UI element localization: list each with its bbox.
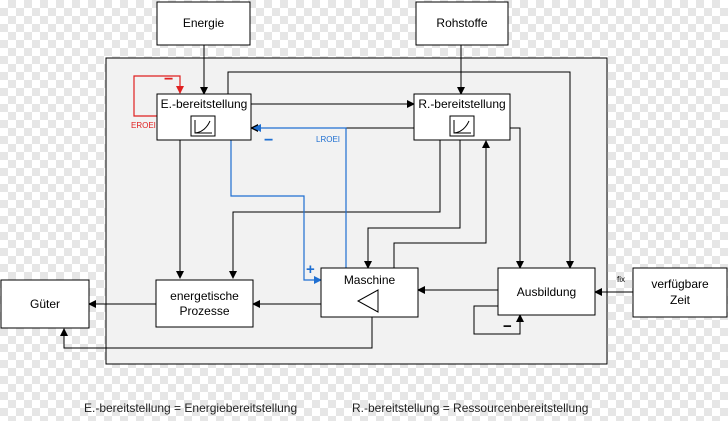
eroei-minus-sign: − (164, 71, 173, 88)
edge-maschine-rbereit (393, 140, 490, 268)
node-r-bereitstellung-label: R.-bereitstellung (418, 97, 505, 111)
edge-rbereit-maschine (364, 140, 461, 269)
node-maschine-label: Maschine (344, 273, 396, 287)
edge-maschine-gueter (60, 317, 373, 349)
curve-icon (190, 115, 216, 137)
node-ausbildung-label: Ausbildung (517, 285, 576, 299)
lroei-label: LROEI (316, 135, 340, 144)
edge-blue-ebereit-maschine (230, 140, 322, 284)
edge-ausbildung-self (473, 305, 524, 335)
legend-e-definition: E.-bereitstellung = Energiebereitstellun… (84, 401, 297, 415)
node-maschine: Maschine (320, 267, 419, 318)
node-rohstoffe-label: Rohstoffe (436, 16, 487, 30)
edge-red-eroei-loop (133, 75, 184, 117)
node-energetische-label-1: energetische (170, 289, 239, 303)
node-verfuegbare-label-2: Zeit (670, 293, 691, 307)
lroei-path (230, 124, 347, 284)
node-energie: Energie (156, 1, 251, 46)
node-ausbildung: Ausbildung (497, 267, 596, 316)
node-e-bereitstellung: E.-bereitstellung (156, 93, 252, 141)
node-gueter: Güter (0, 279, 90, 329)
eroei-label: EROEI (131, 121, 156, 130)
edge-blue-maschine-ebereit (253, 124, 347, 268)
curve-icon (449, 115, 475, 137)
node-r-bereitstellung: R.-bereitstellung (413, 93, 511, 141)
ausbildung-minus-sign: − (503, 318, 512, 335)
node-energetische-label-2: Prozesse (179, 304, 229, 318)
node-e-bereitstellung-label: E.-bereitstellung (161, 97, 248, 111)
node-gueter-label: Güter (30, 297, 60, 311)
edge-rbereit-ausbildung (510, 127, 524, 269)
eroei-loop (133, 75, 184, 117)
node-verfuegbare-zeit: verfügbare Zeit (632, 267, 728, 318)
node-energie-label: Energie (183, 16, 225, 30)
amplifier-icon (356, 289, 379, 313)
lroei-minus-sign: − (264, 132, 273, 149)
edge-top-loop-ausbildung (227, 71, 574, 269)
node-rohstoffe: Rohstoffe (415, 1, 509, 46)
node-energetische-prozesse: energetische Prozesse (155, 279, 254, 328)
lroei-plus-sign: + (306, 261, 315, 278)
connections (60, 45, 633, 349)
legend-r-definition: R.-bereitstellung = Ressourcenbereitstel… (352, 401, 588, 415)
node-verfuegbare-label-1: verfügbare (651, 277, 709, 291)
fix-label: fix (617, 275, 625, 284)
edge-rbereit-prozesse (229, 140, 441, 279)
